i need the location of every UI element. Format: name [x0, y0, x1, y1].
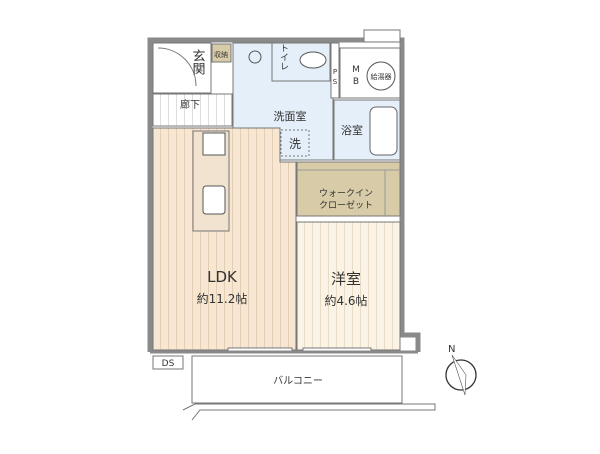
mb-label-m: M [352, 65, 360, 75]
ps-label-p: P [333, 68, 337, 76]
hallway [152, 93, 233, 127]
walk-in-closet [296, 161, 401, 217]
pipe-space [330, 42, 340, 99]
water-heater-icon [366, 61, 396, 91]
mb-label-b: B [353, 77, 359, 87]
ps-label-s: S [333, 78, 338, 86]
stove-icon [202, 132, 226, 156]
wic-label-1: ウォークイン [319, 188, 373, 199]
sink-icon [248, 50, 262, 64]
ds-space [152, 355, 184, 370]
toilet-icon [299, 51, 327, 69]
balcony-label: バルコニー [273, 375, 323, 387]
bathtub-icon [369, 106, 398, 156]
entrance: 玄関 [152, 42, 212, 94]
storage-closet [211, 43, 232, 63]
balcony-railing [182, 403, 436, 421]
ds-label: DS [162, 359, 175, 369]
kitchen-sink-icon [202, 185, 226, 215]
water-heater-label: 給湯器 [371, 72, 392, 81]
compass-north-label: N [448, 344, 455, 355]
outer-walls [147, 37, 421, 352]
ldk-size: 約11.2帖 [197, 291, 248, 306]
hallway-label: 廊下 [180, 98, 200, 111]
exterior-door [363, 29, 401, 43]
western-room [296, 221, 401, 351]
toilet-label: トイレ [278, 44, 289, 71]
washer-space [280, 129, 310, 157]
balcony [191, 355, 403, 404]
washroom-label: 洗面室 [274, 109, 307, 123]
wic-label-2: クローゼット [319, 199, 373, 211]
bathroom-label: 浴室 [341, 123, 363, 137]
storage-label: 収納 [214, 50, 228, 59]
washer-label: 洗 [289, 137, 301, 151]
ldk-room [152, 127, 297, 351]
compass-icon: N [445, 344, 477, 396]
ldk-label: LDK [207, 268, 238, 286]
western-room-size: 約4.6帖 [324, 293, 367, 308]
entrance-label: 玄関 [190, 49, 206, 76]
western-room-label: 洋室 [331, 270, 361, 288]
